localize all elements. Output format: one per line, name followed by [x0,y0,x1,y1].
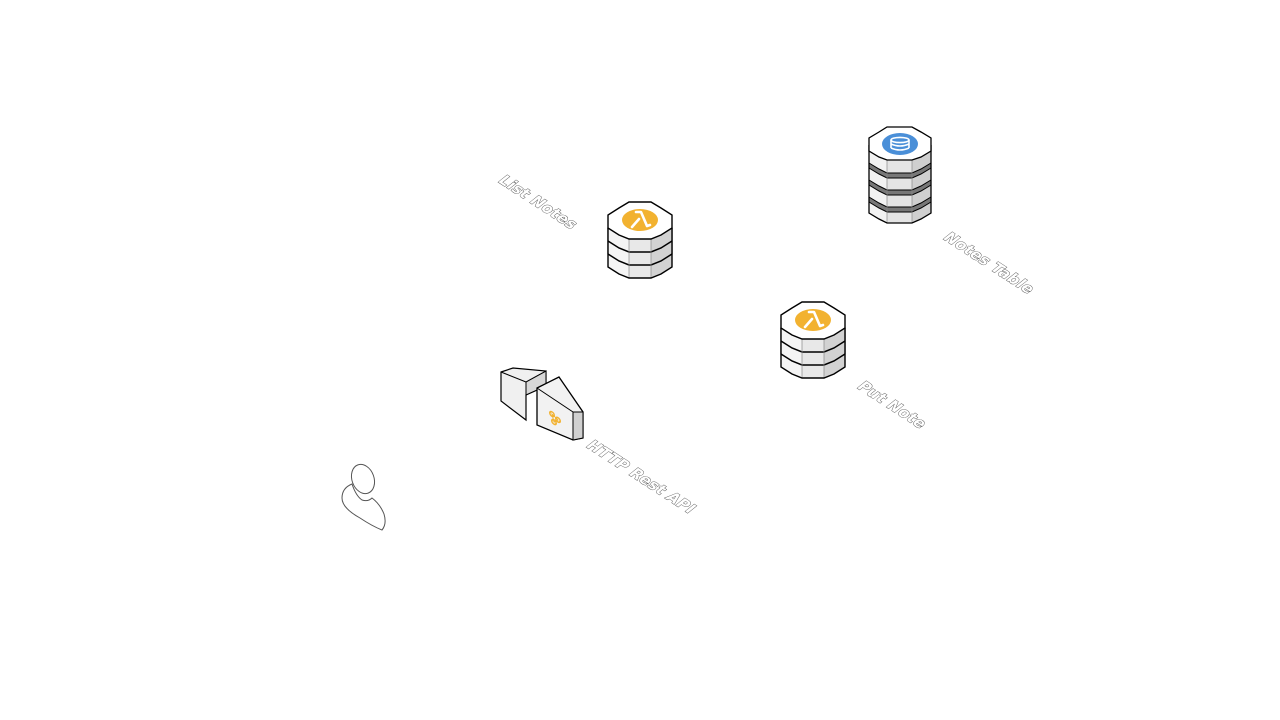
notes-table-label: Notes Table [940,228,1038,297]
put-note-label: Put Note [854,377,930,432]
user-icon[interactable] [341,461,386,531]
notes-table-dynamodb[interactable] [868,126,932,224]
http-api-label: HTTP Rest API [583,436,699,517]
lambda-icon [793,307,833,333]
dynamodb-icon [882,133,918,155]
list-notes-lambda[interactable] [607,201,673,279]
http-api-gateway[interactable] [500,367,584,441]
put-note-lambda[interactable] [780,301,846,379]
lambda-icon [620,207,660,233]
api-gateway-icon [549,410,562,426]
list-notes-label: List Notes [495,171,581,233]
